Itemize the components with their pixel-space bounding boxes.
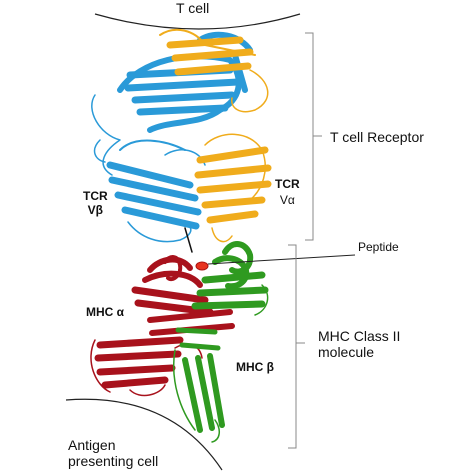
t-cell-label: T cell	[176, 0, 210, 16]
tcr-va-line1: TCR	[275, 177, 300, 191]
tcr-va-label: TCR Vα	[275, 177, 300, 208]
peptide-mark	[195, 261, 209, 271]
mhc-alpha-chain	[90, 255, 235, 397]
mhc-class2-label: MHC Class II molecule	[318, 328, 400, 360]
tcr-bracket	[305, 32, 314, 241]
mhc-class2-line2: molecule	[318, 344, 375, 361]
mhc-beta-chain	[172, 241, 269, 443]
peptide-label: Peptide	[358, 240, 399, 254]
apc-label: Antigen presenting cell	[68, 437, 158, 469]
t-cell-receptor-label: T cell Receptor	[330, 129, 424, 145]
mhc-class2-line1: MHC Class II	[318, 328, 401, 344]
apc-membrane	[65, 398, 223, 471]
mhc-beta-label: MHC β	[236, 360, 274, 374]
peptide-pointer	[207, 254, 356, 265]
tcr-vb-label: TCR Vβ	[83, 189, 108, 218]
tcr-vb-line2: Vβ	[87, 202, 103, 217]
tcr-vb-line1: TCR	[83, 189, 108, 203]
mhc-alpha-label: MHC α	[86, 305, 125, 319]
tcr-va-line2: Vα	[279, 192, 295, 207]
apc-line1: Antigen	[68, 437, 116, 453]
apc-line2: presenting cell	[68, 453, 159, 470]
t-cell-membrane	[94, 13, 301, 30]
mhc-bracket	[288, 244, 297, 449]
tcr-alpha-chain	[159, 28, 272, 243]
